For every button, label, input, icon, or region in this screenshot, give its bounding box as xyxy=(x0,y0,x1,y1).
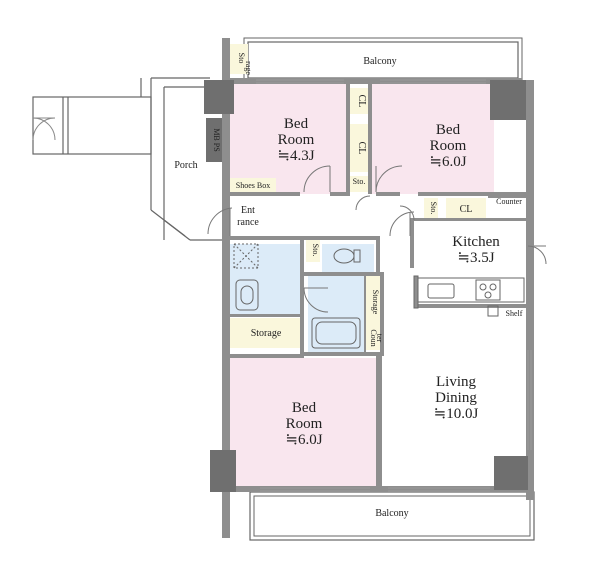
storage-vertical-area xyxy=(366,276,380,328)
living-dining-name-line2: Dining xyxy=(435,390,477,406)
storage-left-label: Storage xyxy=(251,328,282,339)
closet-1-area xyxy=(350,88,368,114)
cl-1-label: CL xyxy=(356,95,367,108)
shelf-label: Shelf xyxy=(506,309,523,318)
pillars xyxy=(204,80,528,492)
mb-ps-label: MB PS xyxy=(212,128,221,151)
fixtures xyxy=(233,243,525,349)
storage-top-label-line2: rage xyxy=(244,61,253,75)
counter-vertical-label-line1: Coun xyxy=(369,329,378,346)
entrance-floor xyxy=(230,196,270,236)
counter-vertical-label-line2: ter xyxy=(375,334,384,343)
bed-room-1-size: ≒4.3J xyxy=(277,148,314,164)
cl-3-label: CL xyxy=(460,204,473,215)
balcony-top-label: Balcony xyxy=(363,56,396,67)
bed-room-2-area xyxy=(372,84,494,194)
bed-room-1-name-line1: Bed xyxy=(284,116,309,132)
bed-room-3-area xyxy=(230,358,376,486)
bath-area xyxy=(308,276,364,352)
labels: Balcony Balcony Porch Sto rage MB PS Bed… xyxy=(174,53,522,519)
washroom-area xyxy=(230,244,300,314)
bed-room-1-area xyxy=(230,84,348,194)
porch-label: Porch xyxy=(174,160,197,171)
closet-3-area xyxy=(446,198,486,218)
bed-room-3-name-line1: Bed xyxy=(292,400,317,416)
living-dining-size: ≒10.0J xyxy=(434,406,479,422)
counter-vertical-area xyxy=(366,328,380,350)
storage-top-label-line1: Sto xyxy=(237,53,246,64)
storage-top-area xyxy=(230,44,248,74)
closet-2-area xyxy=(350,124,368,172)
counter-label: Counter xyxy=(496,197,522,206)
storage-left-area xyxy=(230,318,300,348)
sto-1-label: Sto. xyxy=(353,177,366,186)
entrance-label-line2: rance xyxy=(237,217,259,228)
walls xyxy=(222,38,534,538)
bed-room-3-size: ≒6.0J xyxy=(285,432,322,448)
living-dining-name-line1: Living xyxy=(436,374,476,390)
balcony-top-area xyxy=(247,41,519,79)
storage-small-1-area xyxy=(350,176,368,192)
balcony-bottom-area xyxy=(249,491,535,541)
sto-2-label: Sto. xyxy=(429,202,438,215)
entrance-label-line1: Ent xyxy=(241,205,255,216)
bed-room-3-name-line2: Room xyxy=(286,416,323,432)
bed-room-2-name-line2: Room xyxy=(430,138,467,154)
storage-vertical-label: Storage xyxy=(371,290,380,315)
sto-3-label: Sto. xyxy=(311,244,320,257)
storage-small-2-area xyxy=(424,198,438,218)
door-swings xyxy=(207,165,547,313)
windows xyxy=(256,79,532,492)
porch-gate-door xyxy=(32,117,56,141)
shoes-box-area xyxy=(230,178,276,192)
hallway-floor xyxy=(274,196,414,236)
bed-room-2-size: ≒6.0J xyxy=(429,154,466,170)
toilet-area xyxy=(322,244,374,272)
cl-2-label: CL xyxy=(356,142,367,155)
shoes-box-label: Shoes Box xyxy=(236,181,270,190)
kitchen-size: ≒3.5J xyxy=(457,250,494,266)
balcony-bottom-label: Balcony xyxy=(375,508,408,519)
kitchen-name: Kitchen xyxy=(452,234,500,250)
bed-room-1-name-line2: Room xyxy=(278,132,315,148)
storage-small-3-area xyxy=(306,238,320,262)
bed-room-2-name-line1: Bed xyxy=(436,122,461,138)
porch-outline xyxy=(32,77,222,241)
